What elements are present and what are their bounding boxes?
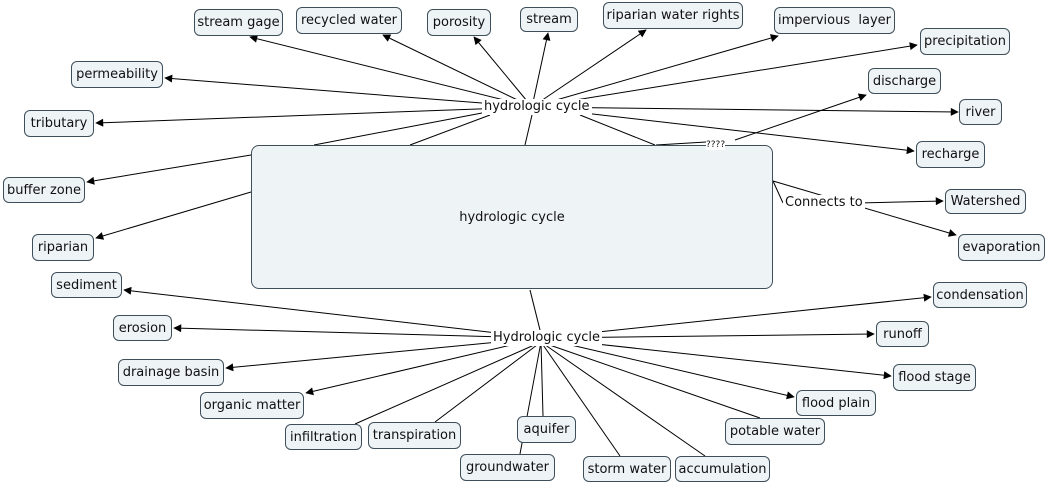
arrow-to-buffer-zone [86,154,252,185]
link-top-phrase-to-central-c [579,114,656,146]
link-central-to-top-phrase [524,114,533,146]
concept-flood-plain[interactable]: flood plain [796,390,876,416]
arrow-to-discharge [734,93,867,141]
concept-tributary[interactable]: tributary [24,110,94,137]
concept-potable-water[interactable]: potable water [725,418,825,445]
linking-phrase-connects-to[interactable]: Connects to [783,195,865,211]
link-central-to-bottom-phrase [529,289,541,331]
concept-porosity[interactable]: porosity [427,9,491,36]
concept-precipitation[interactable]: precipitation [920,28,1010,55]
link-top-phrase-to-central-a [313,112,483,146]
concept-drainage-basin[interactable]: drainage basin [118,359,224,386]
arrow-to-condensation [540,293,932,339]
arrow-to-impervious-layer [531,34,779,108]
concept-permeability[interactable]: permeability [71,61,163,88]
concept-recycled-water[interactable]: recycled water [296,7,402,34]
concept-erosion[interactable]: erosion [113,315,172,341]
concept-stream[interactable]: stream [520,7,578,32]
concept-groundwater[interactable]: groundwater [460,454,555,481]
link-top-phrase-to-central-b [409,114,491,146]
arrow-to-recycled-water [382,34,533,108]
arrow-to-tributary [95,106,533,127]
arrow-to-permeability [164,74,533,108]
arrow-to-recharge [531,106,915,155]
concept-evaporation[interactable]: evaporation [958,234,1045,261]
arrow-to-porosity [473,36,533,108]
arrow-to-flood-plain [540,337,795,400]
concept-sediment[interactable]: sediment [51,272,122,298]
arrow-to-riparian [95,191,252,240]
concept-watershed[interactable]: Watershed [945,189,1026,214]
linking-phrase-small[interactable]: ???? [706,140,726,150]
concept-accumulation[interactable]: accumulation [675,456,770,482]
link-to-aquifer [540,341,544,417]
concept-riparian-water-rights[interactable]: riparian water rights [603,2,743,29]
concept-flood-stage[interactable]: flood stage [893,364,976,391]
central-concept-label: hydrologic cycle [459,209,565,225]
link-central-to-small [655,141,707,146]
concept-discharge[interactable]: discharge [868,68,941,94]
arrow-to-riparian-water-rights [531,29,647,108]
concept-infiltration[interactable]: infiltration [285,424,362,450]
concept-condensation[interactable]: condensation [933,282,1027,308]
concept-runoff[interactable]: runoff [876,321,929,347]
link-central-to-connects [772,180,784,204]
arrow-to-stream-gage [249,34,533,108]
arrow-to-precipitation [531,42,918,108]
arrow-to-river [531,106,959,116]
linking-phrase-bottom[interactable]: Hydrologic cycle [491,330,603,346]
concept-riparian[interactable]: riparian [32,234,94,261]
arrow-to-erosion [173,324,542,339]
concept-impervious-layer[interactable]: impervious layer [774,7,895,34]
arrow-to-sediment [123,286,542,339]
linking-phrase-top[interactable]: hydrologic cycle [482,99,592,115]
link-to-infiltration [354,341,542,425]
arrow-to-organic-matter [305,337,542,396]
arrow-to-watershed [857,197,944,206]
link-to-accumulation [540,341,706,457]
concept-organic-matter[interactable]: organic matter [200,392,304,419]
concept-stream-gage[interactable]: stream gage [194,9,283,36]
concept-buffer-zone[interactable]: buffer zone [3,177,85,203]
concept-river[interactable]: river [959,99,1002,125]
concept-recharge[interactable]: recharge [916,141,985,168]
link-to-potable-water [540,341,761,419]
arrow-to-drainage-basin [225,337,542,372]
link-to-storm-water [540,341,621,457]
link-to-transpiration [434,341,542,423]
concept-storm-water[interactable]: storm water [583,456,671,482]
concept-aquifer[interactable]: aquifer [517,416,576,443]
central-concept-hydrologic-cycle[interactable]: hydrologic cycle [251,145,773,289]
arrow-to-stream [531,32,551,108]
concept-transpiration[interactable]: transpiration [368,422,461,449]
